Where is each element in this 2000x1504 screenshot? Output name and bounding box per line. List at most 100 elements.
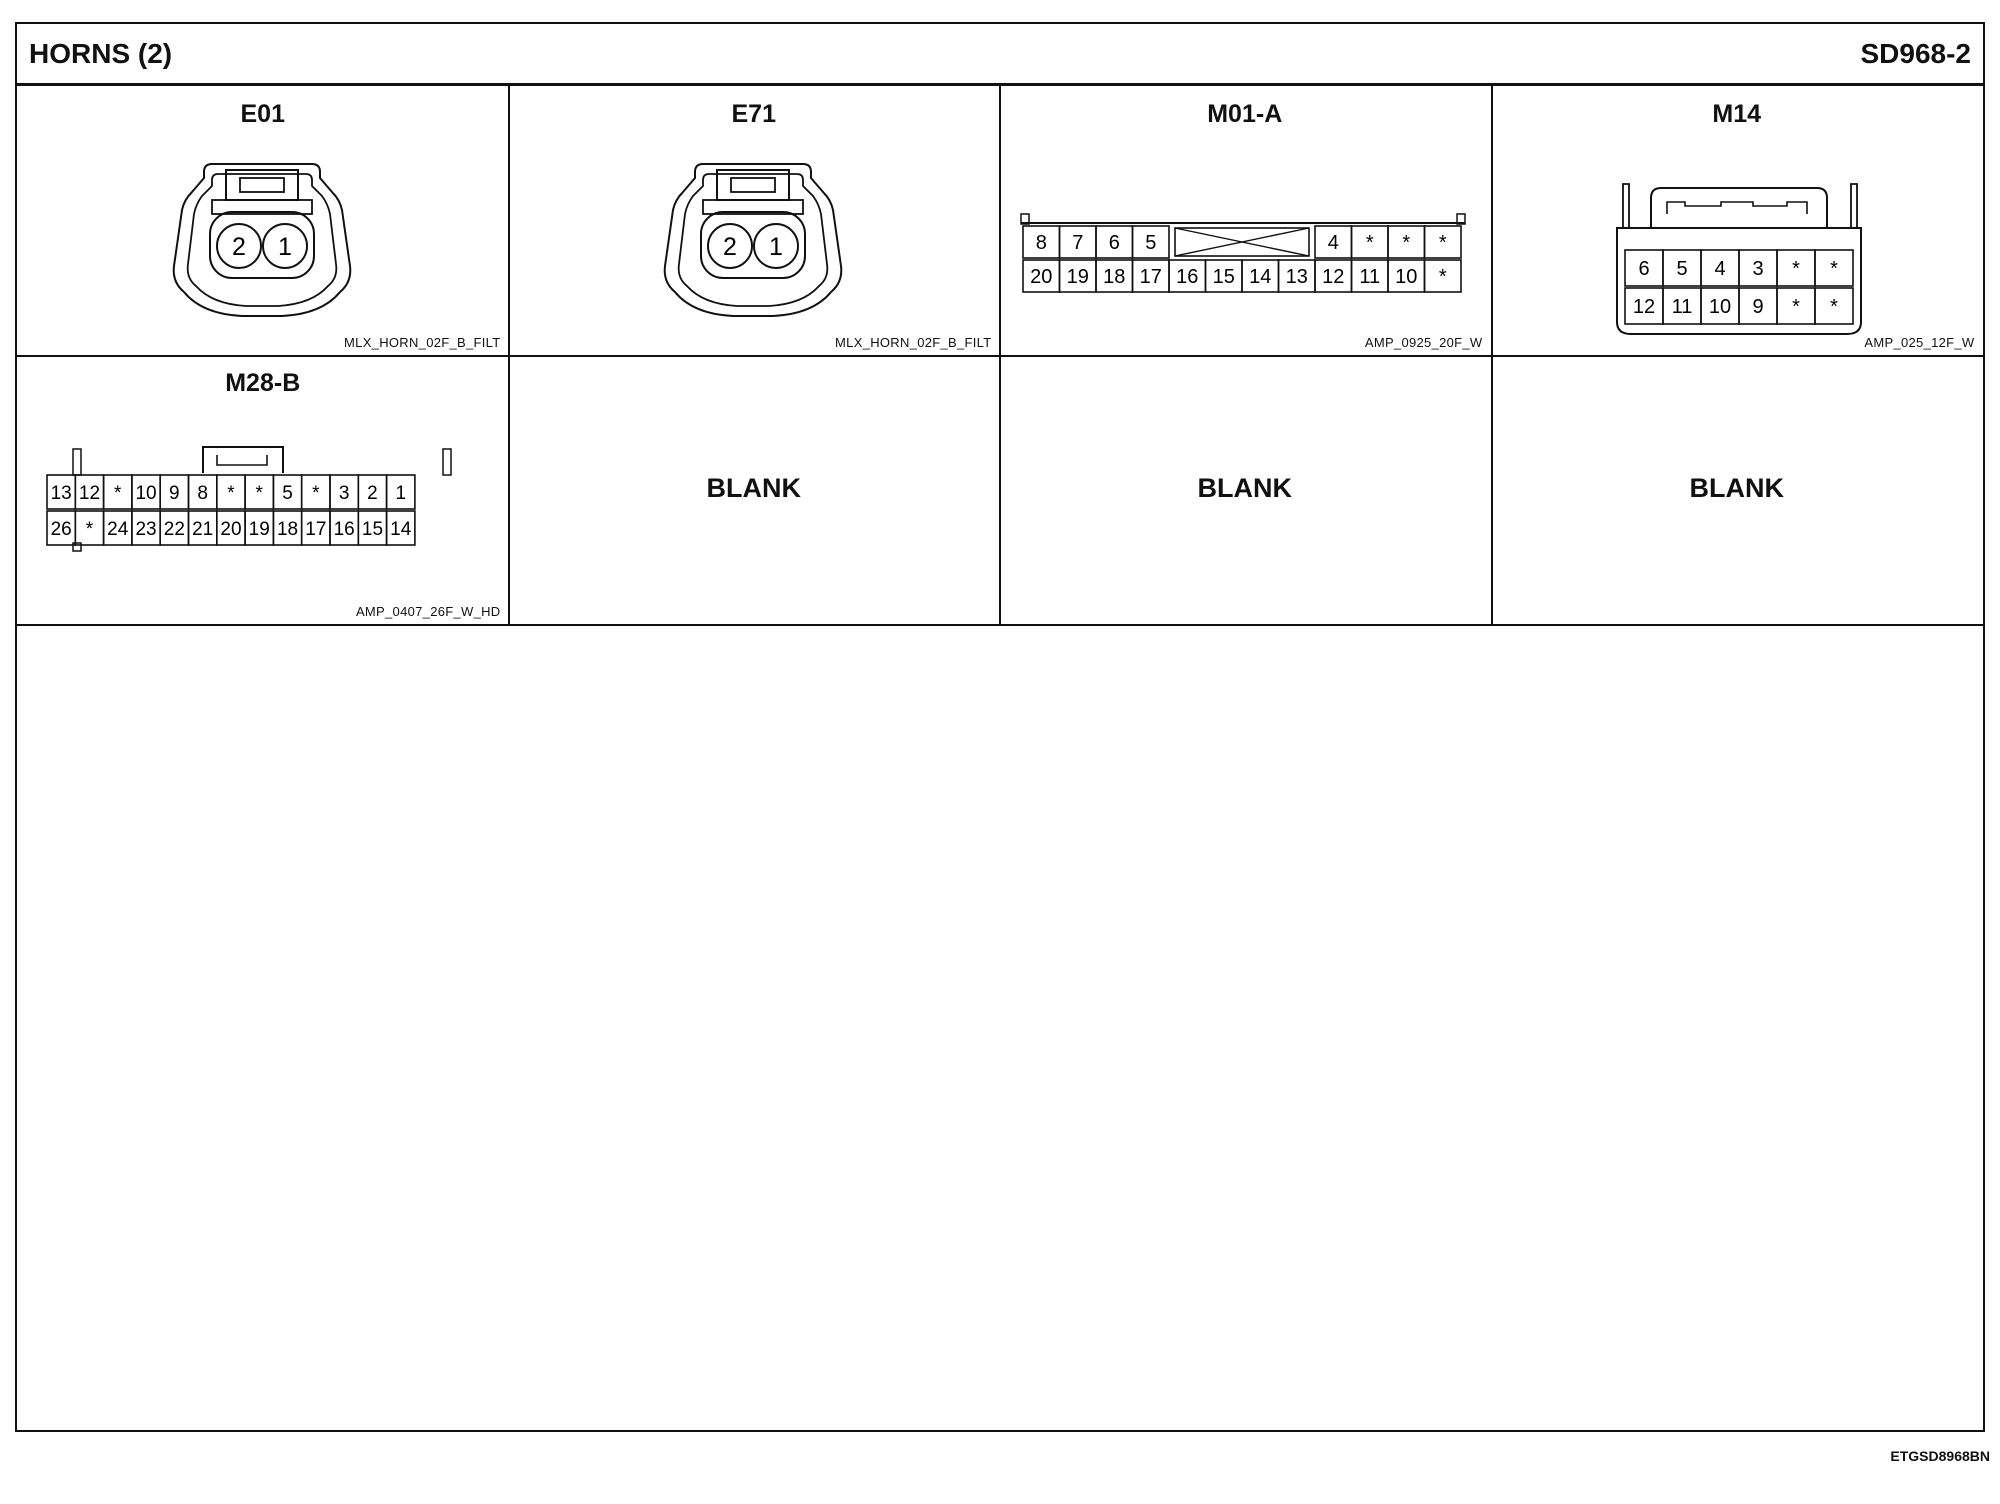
pin-label: * bbox=[1830, 258, 1838, 280]
pin-label: * bbox=[312, 483, 320, 504]
pin-label: 2 bbox=[367, 483, 378, 504]
pin-label: 15 bbox=[362, 519, 383, 540]
page-code: SD968-2 bbox=[1860, 38, 1971, 69]
blocked-cavity-cross bbox=[1174, 227, 1310, 257]
connector-name: E71 bbox=[731, 100, 776, 128]
connector-e01-drawing: 2 1 bbox=[172, 163, 352, 317]
blank-cell: BLANK bbox=[1491, 355, 1983, 624]
pin-label: 19 bbox=[1067, 266, 1089, 288]
pin-cell bbox=[385, 474, 416, 510]
pin-label: * bbox=[1439, 232, 1447, 254]
pin-label: 5 bbox=[1145, 232, 1156, 254]
pin-label: 18 bbox=[1103, 266, 1125, 288]
pin-label: 2 bbox=[723, 233, 737, 261]
pin-label: 4 bbox=[1328, 232, 1339, 254]
pin-label: 12 bbox=[1322, 266, 1344, 288]
pin-label: * bbox=[1402, 232, 1410, 254]
pin-label: 8 bbox=[1036, 232, 1047, 254]
pin-label: 12 bbox=[79, 483, 100, 504]
pin-label: 9 bbox=[169, 483, 180, 504]
pin-label: 23 bbox=[135, 519, 156, 540]
blank-cell: BLANK bbox=[508, 355, 1000, 624]
pin-label: 8 bbox=[197, 483, 208, 504]
header-bar: HORNS (2) SD968-2 bbox=[17, 24, 1983, 86]
pin-label: 16 bbox=[334, 519, 355, 540]
pin-label: 1 bbox=[395, 483, 406, 504]
pin-label: 5 bbox=[282, 483, 293, 504]
pin-label: 9 bbox=[1752, 296, 1763, 318]
pin-label: * bbox=[1792, 296, 1800, 318]
connector-name: E01 bbox=[240, 100, 285, 128]
pin-label: 12 bbox=[1633, 296, 1655, 318]
connector-cell-m14: M14 6 5 4 3 * * 12 11 10 9 * * AMP_025_12F_W bbox=[1491, 86, 1983, 355]
connector-name: M01-A bbox=[1207, 100, 1283, 128]
pin-label: 11 bbox=[1359, 266, 1380, 288]
pin-label: * bbox=[1366, 232, 1374, 254]
pin-label: 6 bbox=[1109, 232, 1120, 254]
pin-label: 10 bbox=[135, 483, 156, 504]
pin-label: 11 bbox=[1672, 296, 1693, 318]
part-number: AMP_0925_20F_W bbox=[1364, 335, 1483, 350]
pin-label: 3 bbox=[1752, 258, 1763, 280]
pin-label: 2 bbox=[232, 233, 246, 261]
pin-label: 20 bbox=[220, 519, 241, 540]
pin-label: 26 bbox=[51, 519, 72, 540]
pin-label: 16 bbox=[1176, 266, 1198, 288]
pin-label: 20 bbox=[1030, 266, 1052, 288]
pin-cell bbox=[1814, 287, 1854, 325]
pin-label: 13 bbox=[51, 483, 72, 504]
pin-label: * bbox=[1792, 258, 1800, 280]
pin-label: 15 bbox=[1213, 266, 1235, 288]
blank-cell: BLANK bbox=[999, 355, 1491, 624]
blocked-cavity bbox=[1174, 227, 1310, 257]
connector-cell-e01: E01 2 1 MLX_HORN_02F_B_FILT bbox=[17, 86, 509, 355]
pin-label: * bbox=[1439, 266, 1447, 288]
pin-label: * bbox=[86, 519, 94, 540]
blank-label: BLANK bbox=[1689, 473, 1785, 503]
blank-label: BLANK bbox=[706, 473, 802, 503]
part-number: AMP_0407_26F_W_HD bbox=[355, 604, 501, 619]
connector-e71-drawing: 2 1 bbox=[663, 163, 843, 317]
pin-label: 10 bbox=[1395, 266, 1417, 288]
connector-cell-m01-a: M01-A 8 7 6 5 4 * * * 20 19 18 17 16 15 14 13 12 11 10 * AM… bbox=[999, 86, 1491, 355]
pin-label: 24 bbox=[107, 519, 129, 540]
connector-name: M14 bbox=[1712, 100, 1762, 128]
pin-label: 21 bbox=[192, 519, 213, 540]
pin-label: 22 bbox=[164, 519, 185, 540]
part-number: AMP_025_12F_W bbox=[1864, 335, 1975, 350]
drawing-code: ETGSD8968BN bbox=[1890, 1448, 1990, 1464]
pin-label: 7 bbox=[1072, 232, 1083, 254]
pin-label: 19 bbox=[249, 519, 270, 540]
pin-label: 4 bbox=[1714, 258, 1725, 280]
pin-label: 18 bbox=[277, 519, 298, 540]
pin-cell bbox=[1423, 225, 1462, 259]
connector-m01-a-drawing: 8 7 6 5 4 * * * 20 19 18 17 16 15 14 13 12 11 10 * bbox=[1020, 213, 1466, 293]
pin-label: 6 bbox=[1638, 258, 1649, 280]
pin-label: 10 bbox=[1709, 296, 1731, 318]
pin-label: 17 bbox=[305, 519, 326, 540]
pin-label: 17 bbox=[1140, 266, 1162, 288]
pin-label: * bbox=[114, 483, 122, 504]
blank-label: BLANK bbox=[1197, 473, 1293, 503]
pin-label: 13 bbox=[1286, 266, 1308, 288]
page-title: HORNS (2) bbox=[29, 38, 173, 69]
pin-label: 1 bbox=[278, 233, 292, 261]
pin-cell bbox=[1814, 249, 1854, 287]
connector-m14-drawing: 6 5 4 3 * * 12 11 10 9 * * bbox=[1616, 183, 1862, 335]
part-number: MLX_HORN_02F_B_FILT bbox=[344, 335, 501, 350]
pin-cell bbox=[385, 510, 416, 546]
pin-label: * bbox=[1830, 296, 1838, 318]
pin-label: 5 bbox=[1676, 258, 1687, 280]
grid-bottom-line bbox=[17, 624, 1983, 626]
pin-label: * bbox=[227, 483, 235, 504]
grid-divider bbox=[17, 355, 1983, 357]
pin-cell bbox=[1423, 259, 1462, 293]
connector-cell-e71: E71 2 1 MLX_HORN_02F_B_FILT bbox=[508, 86, 1000, 355]
pin-label: 14 bbox=[1249, 266, 1271, 288]
pin-cell bbox=[1131, 225, 1170, 259]
connector-name: M28-B bbox=[225, 369, 301, 397]
diagram-sheet: HORNS (2) SD968-2 E01 2 1 MLX_HORN_02F_B… bbox=[15, 22, 1985, 1432]
pin-label: * bbox=[256, 483, 264, 504]
pin-label: 3 bbox=[339, 483, 350, 504]
